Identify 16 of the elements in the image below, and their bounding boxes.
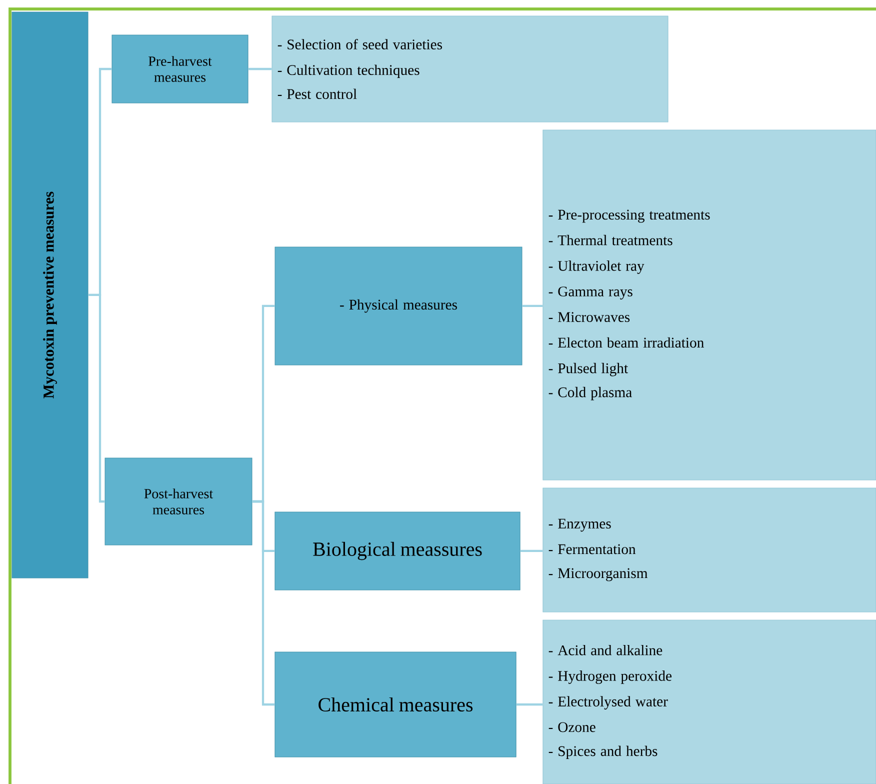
connector-line (516, 703, 543, 706)
list-box: - Enzymes - Fermentation - Microorganism (542, 488, 876, 612)
category-box: - Physical measures (274, 246, 522, 366)
connector-line (248, 68, 272, 70)
connector-line (522, 304, 543, 308)
list-box: - Pre-processing treatments - Thermal treatments - Ultraviolet ray - Gamma rays - Microwaves - Electon beam irradiation - Pulsed light - Cold plasma (542, 130, 876, 480)
category-box: Post-harvest measures (104, 458, 252, 546)
connector-line (520, 550, 543, 552)
category-box: Chemical measures (274, 652, 516, 758)
connector-line (252, 500, 275, 706)
list-box: - Acid and alkaline - Hydrogen peroxide - Electrolysed water - Ozone - Spices and herbs (542, 620, 876, 784)
category-box: Pre-harvest measures (112, 34, 248, 104)
category-box: Biological meassures (274, 512, 520, 590)
list-box: - Selection of seed varieties - Cultivation techniques - Pest control (272, 16, 668, 122)
title-box: Mycotoxin preventive measures (12, 12, 88, 578)
connector-line (88, 294, 105, 503)
